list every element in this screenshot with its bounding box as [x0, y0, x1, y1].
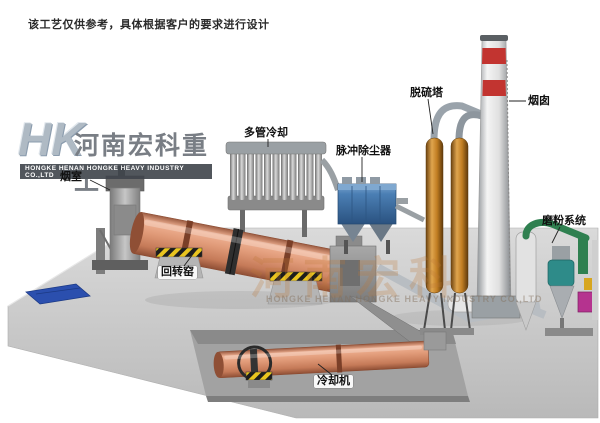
- logo-company-name: 河南宏科重工: [74, 132, 210, 196]
- label-leader-lines: [89, 98, 561, 376]
- label-multi-tube-cooler: 多管冷却: [244, 127, 288, 139]
- company-logo: HK 河南宏科重工 HONGKE HENAN HONGKE HEAVY INDU…: [16, 110, 216, 196]
- watermark-text-cn: 河南宏科: [250, 254, 462, 303]
- label-cooler: 冷却机: [314, 375, 353, 388]
- label-rotary-kiln: 回转窑: [158, 266, 197, 279]
- logo-monogram: HK: [18, 113, 85, 165]
- multi-tube-cooler-graphic: [225, 141, 341, 237]
- watermark-text-en: HONGKE HENAN HONGKE HEAVY INDUSTRY CO.,L…: [266, 294, 543, 304]
- pulse-dust-collector-graphic: [337, 177, 426, 254]
- blue-pallet: [25, 283, 91, 305]
- label-desulfurization-tower: 脱硫塔: [410, 87, 443, 99]
- grinding-system-graphic: [515, 219, 598, 336]
- logo-company-name-en: HONGKE HENAN HONGKE HEAVY INDUSTRY CO.,L…: [20, 164, 212, 179]
- desulfurization-tower-graphic: [420, 102, 490, 335]
- label-pulse-dust-collector: 脉冲除尘器: [336, 145, 391, 157]
- label-smoke-chamber: 烟室: [60, 171, 82, 183]
- label-grinding-system: 磨粉系统: [542, 215, 586, 227]
- chimney-graphic: [471, 35, 521, 319]
- cooler-graphic: [213, 331, 447, 388]
- label-chimney: 烟囱: [528, 95, 550, 107]
- design-note: 该工艺仅供参考，具体根据客户的要求进行设计: [28, 19, 270, 31]
